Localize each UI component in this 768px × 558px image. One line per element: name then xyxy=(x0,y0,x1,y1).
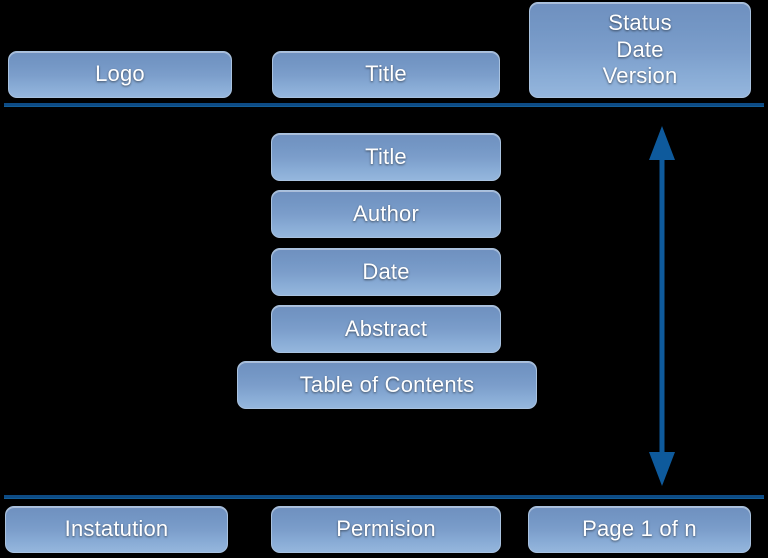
body-item-date-label: Date xyxy=(362,258,410,284)
body-item-date[interactable]: Date xyxy=(271,248,501,296)
header-logo-box[interactable]: Logo xyxy=(8,51,232,98)
body-item-title[interactable]: Title xyxy=(271,133,501,181)
body-item-author-label: Author xyxy=(352,200,420,226)
body-item-table-of-contents-label: Table of Contents xyxy=(299,371,475,397)
header-status-label: Status xyxy=(608,9,672,35)
body-item-title-label: Title xyxy=(365,143,407,169)
body-item-table-of-contents[interactable]: Table of Contents xyxy=(237,361,537,409)
body-extent-arrow xyxy=(641,126,683,486)
footer-page-label: Page 1 of n xyxy=(582,516,697,542)
header-title-box[interactable]: Title xyxy=(272,51,500,98)
footer-institution-label: Instatution xyxy=(64,516,169,542)
footer-institution-box[interactable]: Instatution xyxy=(5,506,228,553)
footer-page-box[interactable]: Page 1 of n xyxy=(528,506,751,553)
header-meta-box[interactable]: Status Date Version xyxy=(529,2,751,98)
header-logo-label: Logo xyxy=(95,61,145,87)
header-version-label: Version xyxy=(602,63,678,89)
body-item-abstract-label: Abstract xyxy=(344,315,428,341)
footer-permission-box[interactable]: Permision xyxy=(271,506,501,553)
header-title-label: Title xyxy=(365,61,407,87)
header-date-label: Date xyxy=(616,36,664,62)
body-item-abstract[interactable]: Abstract xyxy=(271,305,501,353)
header-divider-rule xyxy=(4,103,764,106)
footer-permission-label: Permision xyxy=(336,516,436,542)
footer-divider-rule xyxy=(4,495,764,498)
body-item-author[interactable]: Author xyxy=(271,190,501,238)
